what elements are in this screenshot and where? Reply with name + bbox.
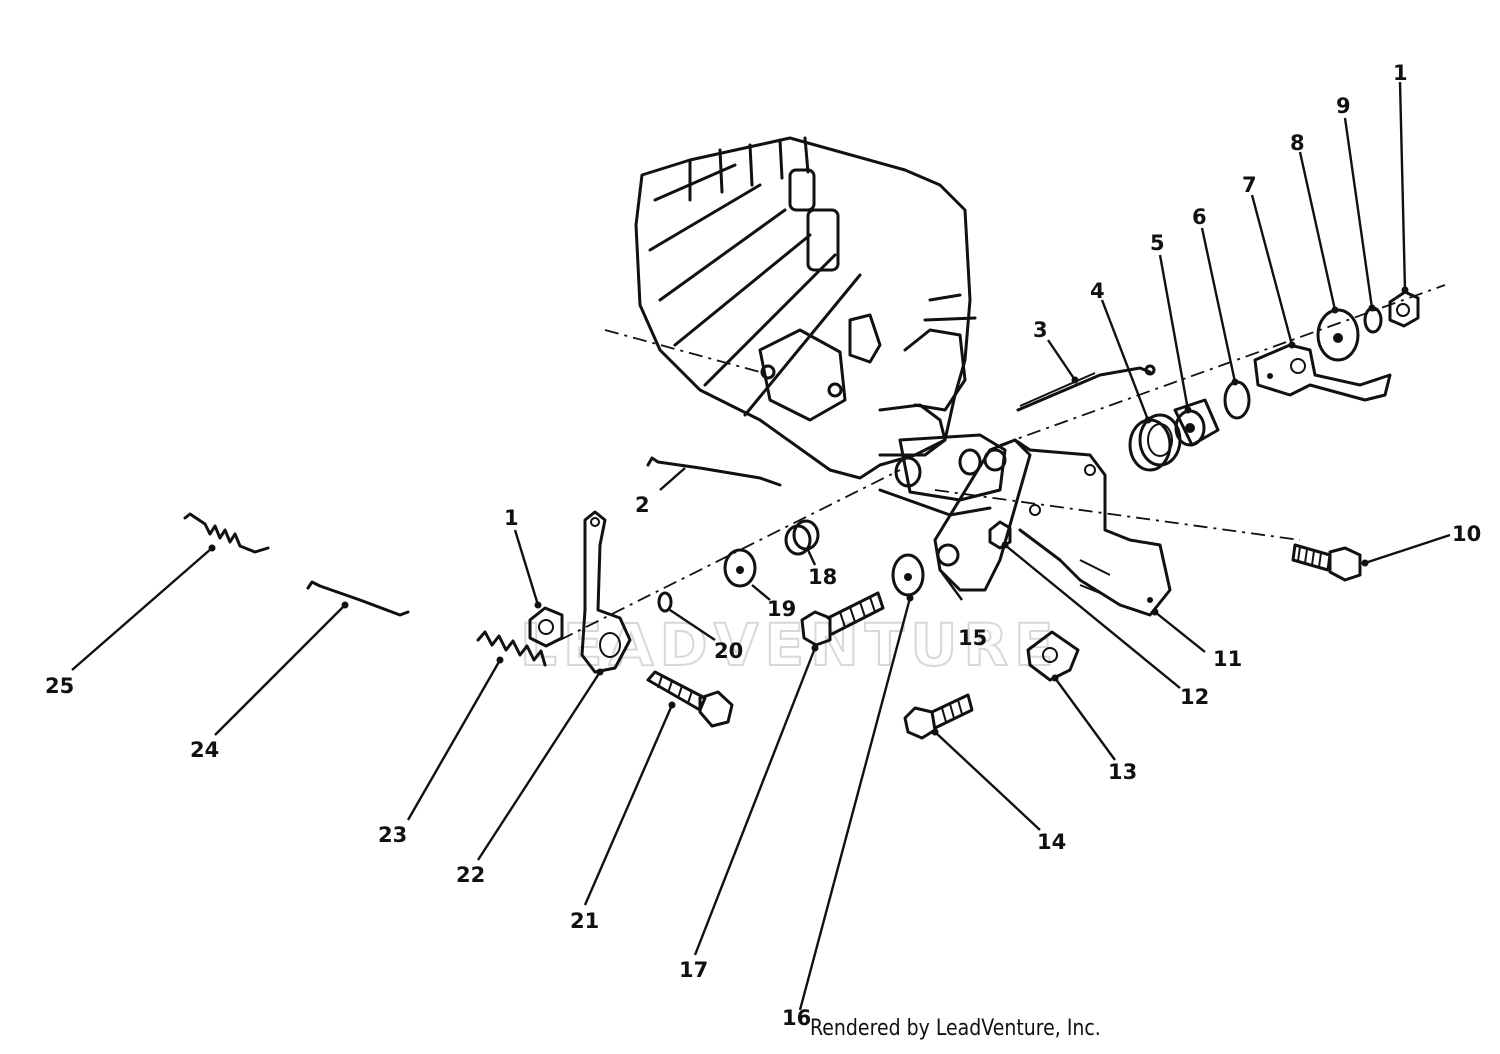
part-20-ring <box>657 591 673 613</box>
callout-10: 10 <box>1452 522 1481 546</box>
leader-lines <box>71 81 1451 1011</box>
callout-5: 5 <box>1150 231 1165 255</box>
callout-12: 12 <box>1180 685 1209 709</box>
part-1-nut-right <box>1388 290 1420 328</box>
callout-7: 7 <box>1242 173 1257 197</box>
part-25-spring <box>183 512 270 554</box>
callout-6: 6 <box>1192 205 1207 229</box>
callout-1-right: 1 <box>1393 61 1408 85</box>
leader-dots <box>208 286 1409 736</box>
part-19-washer <box>723 548 757 588</box>
callout-18: 18 <box>808 565 837 589</box>
callout-8: 8 <box>1290 131 1305 155</box>
callout-labels: 1 9 8 7 6 5 4 3 10 11 12 13 14 15 16 17 … <box>45 61 1481 1030</box>
part-17-bolt <box>800 591 885 647</box>
callout-25: 25 <box>45 674 74 698</box>
part-23-spring <box>476 630 547 667</box>
part-18-bushing <box>784 519 820 556</box>
callout-13: 13 <box>1108 760 1137 784</box>
callout-21: 21 <box>570 909 599 933</box>
callout-15: 15 <box>958 626 987 650</box>
callout-9: 9 <box>1336 94 1351 118</box>
footer-credit: Rendered by LeadVenture, Inc. <box>810 1016 1101 1041</box>
part-22-lever <box>580 510 632 674</box>
part-8-washer <box>1316 308 1360 362</box>
assembly-axes <box>559 284 1446 641</box>
part-6-washer <box>1223 380 1251 420</box>
part-15-bracket <box>933 438 1172 617</box>
part-9-ring <box>1363 306 1383 334</box>
part-3-rod <box>1016 364 1156 412</box>
callout-11: 11 <box>1213 647 1242 671</box>
part-21-bolt <box>646 670 734 728</box>
callout-17: 17 <box>679 958 708 982</box>
part-11-clip <box>1147 597 1153 603</box>
part-1-nut-left <box>528 606 564 648</box>
callout-24: 24 <box>190 738 219 762</box>
callout-4: 4 <box>1090 279 1105 303</box>
part-14-bolt <box>903 693 974 740</box>
callout-2: 2 <box>635 493 650 517</box>
callout-23: 23 <box>378 823 407 847</box>
part-13-nut <box>1026 630 1080 682</box>
callout-16: 16 <box>782 1006 811 1030</box>
callout-14: 14 <box>1037 830 1066 854</box>
part-24-link <box>306 580 410 617</box>
engine-block <box>634 136 1007 517</box>
part-10-bolt <box>1291 543 1362 582</box>
callout-1-left: 1 <box>504 506 519 530</box>
part-4-bushing <box>1128 413 1182 472</box>
callout-3: 3 <box>1033 318 1048 342</box>
part-2-link <box>646 456 782 487</box>
part-16-washer <box>891 553 925 597</box>
callout-22: 22 <box>456 863 485 887</box>
part-12-nut <box>988 520 1012 550</box>
part-7-lever <box>1253 343 1392 402</box>
callout-20: 20 <box>714 639 743 663</box>
callout-19: 19 <box>767 597 796 621</box>
